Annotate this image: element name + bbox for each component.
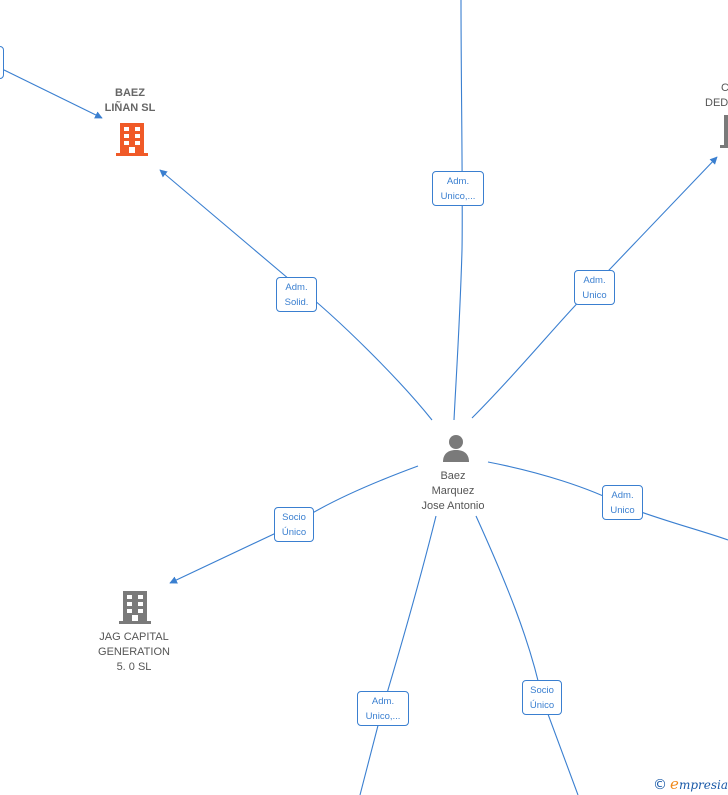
relation-line2: Único: [529, 700, 555, 711]
relation-badge-bottom-right[interactable]: Socio Único: [522, 680, 562, 715]
person-name-line1: Baez: [440, 470, 466, 482]
company-label-jag[interactable]: JAG CAPITAL GENERATION 5. 0 SL: [84, 630, 184, 675]
company-jag-line3: 5. 0 SL: [116, 661, 152, 673]
relation-badge-bottom-left[interactable]: Adm. Unico,...: [357, 691, 409, 726]
company-jag-line1: JAG CAPITAL: [99, 631, 169, 643]
relation-badge-top-right[interactable]: Adm. Unico: [574, 270, 615, 305]
relation-badge-jag[interactable]: Socio Único: [274, 507, 314, 542]
brand-e: e: [670, 775, 679, 793]
company-label-partial[interactable]: C DED: [700, 81, 728, 111]
relation-line2: Unico,...: [365, 711, 401, 722]
relation-badge-right[interactable]: Adm. Unico: [602, 485, 643, 520]
person-name-line2: Marquez: [431, 485, 475, 497]
relation-line2: Unico,...: [440, 191, 476, 202]
relation-line1: Adm.: [583, 275, 606, 286]
relation-line1: Adm.: [611, 490, 634, 501]
relation-line2: Solid.: [284, 297, 309, 308]
company-partial-line2: DED: [705, 97, 728, 109]
person-name-label[interactable]: Baez Marquez Jose Antonio: [403, 469, 503, 514]
company-partial-line1: C: [721, 82, 728, 94]
edge-left-incoming: [0, 67, 103, 119]
brand-rest: mpresia: [678, 778, 728, 792]
building-icon-partial[interactable]: [720, 115, 728, 151]
person-name-line3: Jose Antonio: [421, 500, 485, 512]
relation-line1: Socio: [530, 685, 554, 696]
relation-line2: Unico: [582, 290, 607, 301]
company-jag-line2: GENERATION: [98, 646, 170, 658]
relation-line1: Adm.: [285, 282, 308, 293]
relation-line1: Socio: [282, 512, 306, 523]
relation-badge-top-center[interactable]: Adm. Unico,...: [432, 171, 484, 206]
company-baez-line1: BAEZ: [115, 87, 145, 99]
building-icon-highlight[interactable]: [116, 121, 148, 157]
copyright-symbol: ©: [653, 777, 668, 793]
relation-line2: Unico: [610, 505, 635, 516]
edge-bottom-right: [475, 515, 579, 795]
relation-line2: Único: [281, 527, 307, 538]
building-icon[interactable]: [119, 589, 151, 625]
edge-top-center: [453, 0, 463, 421]
person-icon[interactable]: [441, 433, 471, 463]
company-label-baez-linan[interactable]: BAEZ LIÑAN SL: [85, 86, 175, 116]
relation-badge-baez-linan[interactable]: Adm. Solid.: [276, 277, 317, 312]
relation-line1: Adm.: [446, 176, 470, 187]
empresia-logo[interactable]: ©empresia: [653, 775, 728, 793]
edge-bottom-left: [359, 515, 437, 795]
company-baez-line2: LIÑAN SL: [104, 102, 156, 114]
relation-line1: Adm.: [371, 696, 395, 707]
relation-badge-left-partial[interactable]: [0, 46, 4, 79]
